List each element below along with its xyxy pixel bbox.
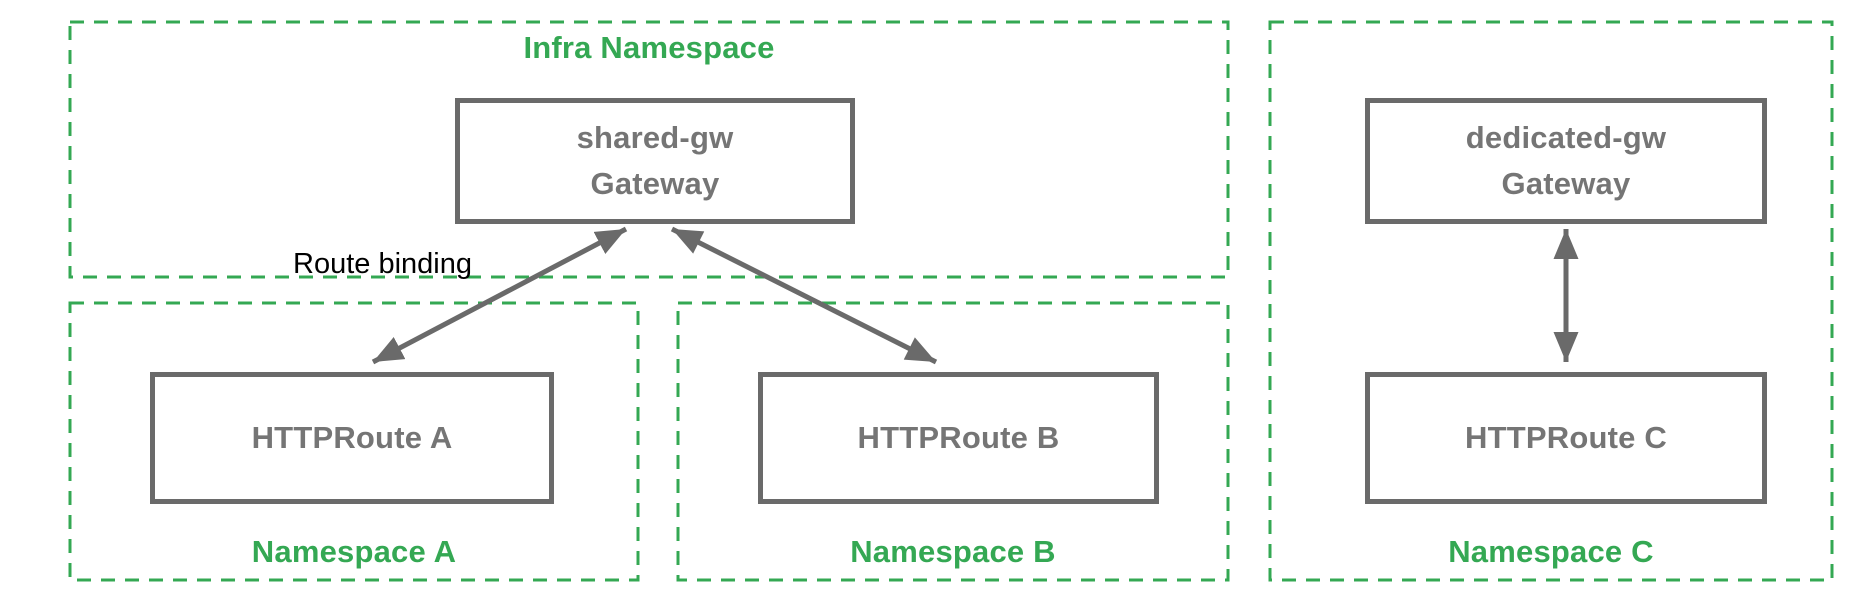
- arrow-shared-gw-to-httproute-b: [670, 226, 938, 365]
- namespace-c-border: [1268, 20, 1834, 582]
- namespace-c-label: Namespace C: [1448, 534, 1654, 569]
- namespace-infra-border: [68, 20, 1230, 279]
- namespace-b-border: [676, 301, 1230, 582]
- node-httproute-c-label: HTTPRoute C: [1465, 420, 1667, 455]
- node-httproute-b: HTTPRoute B: [758, 372, 1159, 504]
- namespace-infra-label: Infra Namespace: [523, 30, 775, 65]
- node-httproute-b-label: HTTPRoute B: [857, 420, 1060, 455]
- namespace-b-label: Namespace B: [850, 534, 1056, 569]
- route-binding-label: Route binding: [293, 248, 472, 280]
- node-httproute-c: HTTPRoute C: [1365, 372, 1767, 504]
- arrow-shared-gw-to-httproute-a: [371, 226, 628, 365]
- node-dedicated-gw-gateway: dedicated-gw Gateway: [1365, 98, 1767, 224]
- namespace-a-label: Namespace A: [251, 534, 457, 569]
- node-dedicated-gw-gateway-label: dedicated-gw Gateway: [1465, 120, 1667, 201]
- node-httproute-a: HTTPRoute A: [150, 372, 554, 504]
- node-shared-gw-gateway-label: shared-gw Gateway: [576, 120, 734, 201]
- namespace-a-border: [68, 301, 640, 582]
- node-shared-gw-gateway: shared-gw Gateway: [455, 98, 855, 224]
- node-httproute-a-label: HTTPRoute A: [251, 420, 453, 455]
